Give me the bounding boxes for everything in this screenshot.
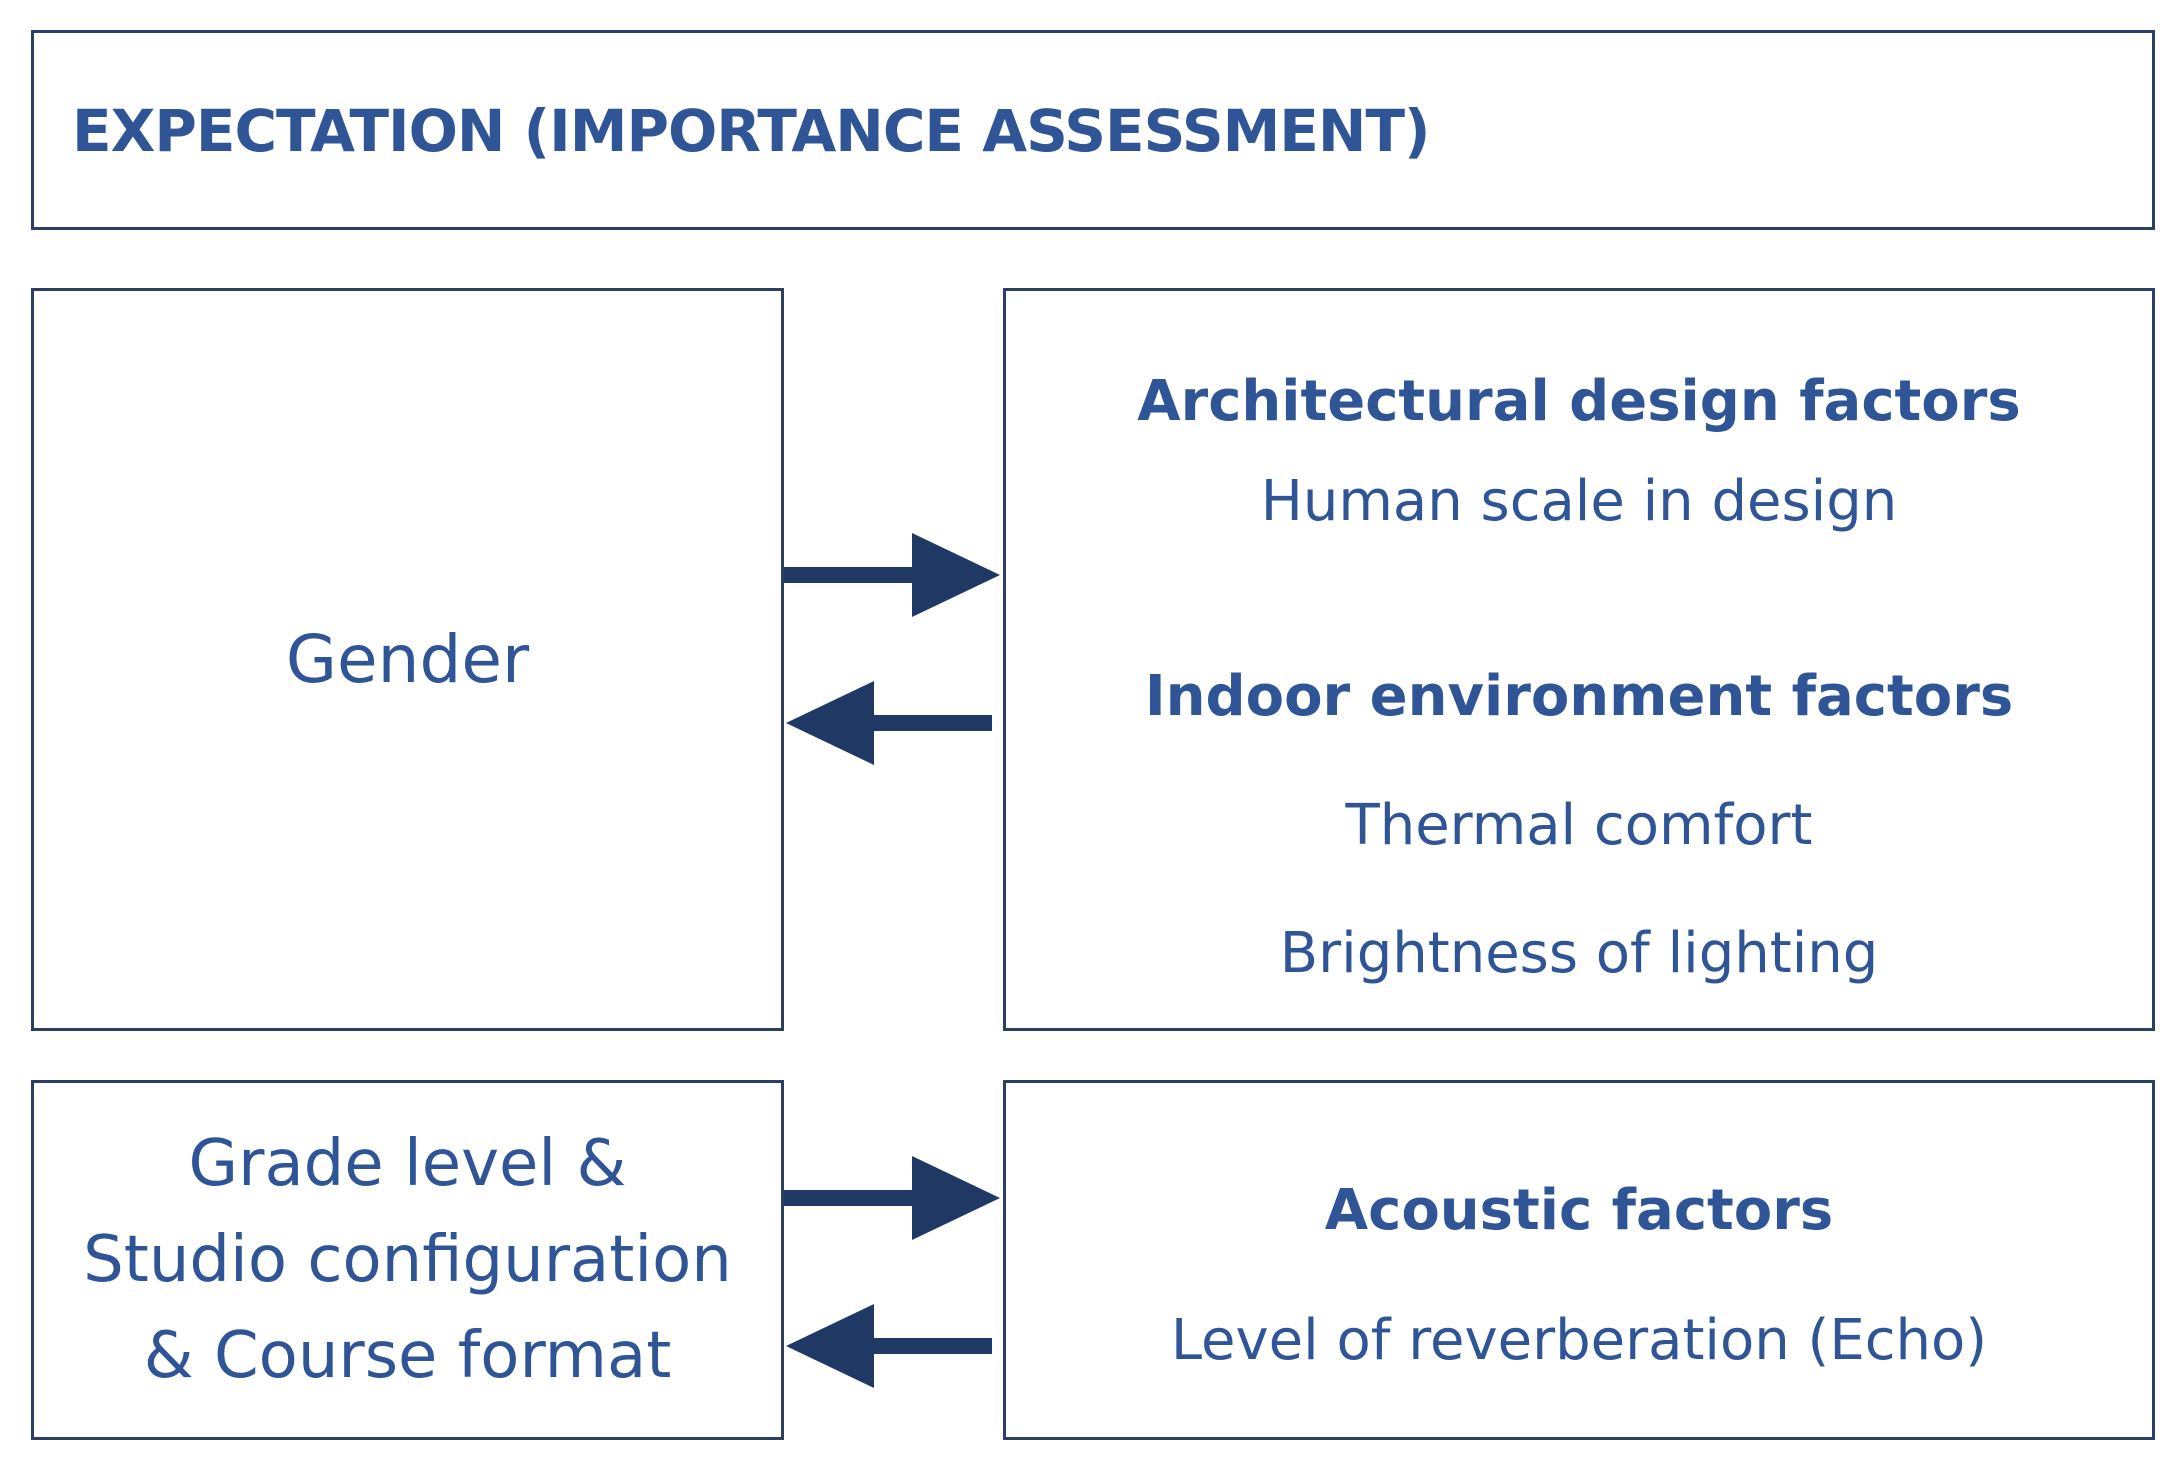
grade-studio-course-box: Grade level & Studio configuration & Cou… xyxy=(31,1080,784,1440)
architectural-heading: Architectural design factors xyxy=(1137,369,2021,434)
factors-box: Architectural design factors Human scale… xyxy=(1003,288,2155,1031)
course-format-line: & Course format xyxy=(143,1319,672,1393)
arrow-gender-to-factors-head xyxy=(912,533,1000,617)
acoustic-box: Acoustic factors Level of reverberation … xyxy=(1003,1080,2155,1440)
gender-box: Gender xyxy=(31,288,784,1031)
arrow-factors-to-gender-head xyxy=(786,681,874,765)
diagram-title: EXPECTATION (IMPORTANCE ASSESSMENT) xyxy=(72,97,1431,165)
arrow-grade-to-acoustic-head xyxy=(912,1156,1000,1240)
reverberation-item: Level of reverberation (Echo) xyxy=(1170,1308,1988,1373)
title-box: EXPECTATION (IMPORTANCE ASSESSMENT) xyxy=(31,30,2155,230)
arrow-acoustic-to-grade-head xyxy=(786,1304,874,1388)
acoustic-heading: Acoustic factors xyxy=(1324,1178,1834,1243)
grade-level-line: Grade level & xyxy=(188,1127,627,1201)
indoor-environment-heading: Indoor environment factors xyxy=(1144,664,2014,729)
brightness-lighting-item: Brightness of lighting xyxy=(1279,921,1879,986)
human-scale-item: Human scale in design xyxy=(1260,469,1898,534)
studio-configuration-line: Studio configuration xyxy=(83,1223,732,1297)
thermal-comfort-item: Thermal comfort xyxy=(1345,793,1813,858)
gender-label: Gender xyxy=(285,621,530,698)
